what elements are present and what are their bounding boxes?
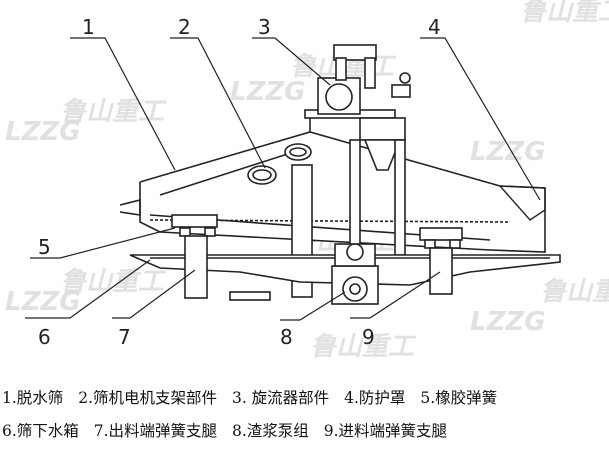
callout-6: 6 <box>38 325 51 349</box>
watermark-text: LZZG <box>470 307 546 337</box>
watermark-text: LZZG <box>470 137 546 167</box>
legend-item: 6.筛下水箱 <box>2 422 79 440</box>
legend-item: 3. 旋流器部件 <box>231 389 330 407</box>
legend-item: 5.橡胶弹簧 <box>420 389 498 407</box>
watermark-text: LZZG <box>230 77 306 107</box>
watermark-text: 鲁山重工 <box>540 277 609 307</box>
legend-item: 8.渣浆泵组 <box>231 422 309 440</box>
feed-end-leg <box>429 247 453 295</box>
watermark-text: LZZG <box>5 117 81 147</box>
rubber-spring <box>171 214 463 249</box>
watermark-text: LZZG <box>5 287 81 317</box>
watermark-text: 鲁山重工 <box>310 332 417 362</box>
legend-item: 7.出料端弹簧支腿 <box>93 422 218 440</box>
callout-4: 4 <box>428 15 441 39</box>
callout-9: 9 <box>362 325 375 349</box>
legend-item: 4.防护罩 <box>344 389 406 407</box>
legend-row: 1.脱水筛 2.筛机电机支架部件 3. 旋流器部件 4.防护罩 5.橡胶弹簧 <box>2 386 607 408</box>
discharge-end-leg <box>184 235 208 299</box>
callout-1: 1 <box>82 15 95 39</box>
watermark-text: 鲁山重工 <box>520 0 609 27</box>
cyclone-assembly <box>304 44 411 256</box>
callout-labels: 1 2 3 4 5 6 7 8 9 <box>38 15 441 349</box>
slurry-pump <box>229 243 379 305</box>
callout-leaders <box>25 37 541 321</box>
legend-item: 1.脱水筛 <box>2 389 64 407</box>
protective-cover <box>498 185 546 221</box>
legend-item: 9.进料端弹簧支腿 <box>323 422 447 440</box>
legend-item: 2.筛机电机支架部件 <box>78 389 218 407</box>
callout-5: 5 <box>38 235 51 259</box>
callout-3: 3 <box>258 15 271 39</box>
equipment-drawing: 鲁山重工 鲁山重工 鲁山重工 鲁山重工 鲁山重工 鲁山重工 鲁山重工 LZZG … <box>5 0 609 362</box>
legend-row: 6.筛下水箱 7.出料端弹簧支腿 8.渣浆泵组 9.进料端弹簧支腿 <box>2 419 607 441</box>
callout-2: 2 <box>178 15 191 39</box>
callout-8: 8 <box>280 325 293 349</box>
callout-7: 7 <box>118 325 131 349</box>
watermark-text: 鲁山重工 <box>60 267 167 297</box>
